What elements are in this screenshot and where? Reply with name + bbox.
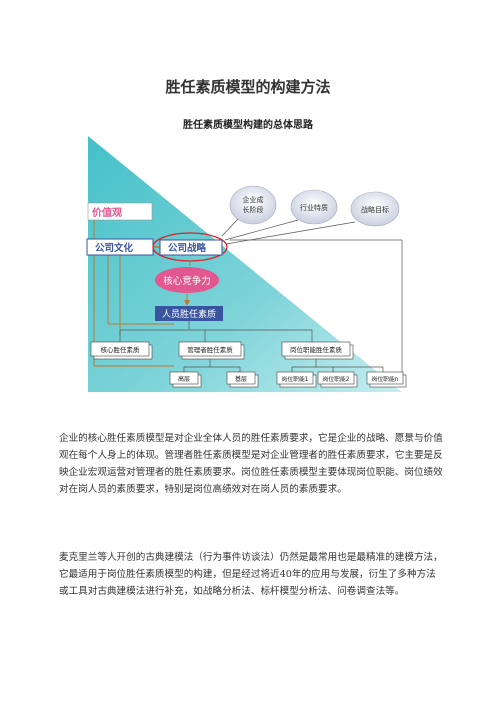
tier3-positionn-box: 岗位职能n <box>366 371 407 388</box>
cloud-strategic-goals: 战略目标 <box>350 191 400 227</box>
tier3-position1-box: 岗位职能1 <box>276 371 317 388</box>
tier3-senior-box: 高层 <box>169 371 202 388</box>
cloud-industry-traits: 行业特质 <box>290 189 338 225</box>
svg-text:公司文化: 公司文化 <box>95 242 134 254</box>
svg-text:岗位职能n: 岗位职能n <box>372 375 399 383</box>
svg-text:管理者胜任素质: 管理者胜任素质 <box>187 345 233 354</box>
strategy-box: 公司战略 <box>152 232 228 262</box>
svg-text:岗位职能1: 岗位职能1 <box>282 375 309 383</box>
value-box: 价值观 <box>87 202 153 221</box>
page-title: 胜任素质模型的构建方法 <box>165 78 331 96</box>
svg-text:企业成: 企业成 <box>243 195 264 204</box>
cloud-label-industry: 行业特质 <box>300 203 328 212</box>
paragraph-modeling-methods: 麦克里兰等人开创的古典建模法（行为事件访谈法）仍然是最常用也是最精准的建模方法，… <box>59 552 443 597</box>
tier2-position-box: 岗位职能胜任素质 <box>281 341 354 360</box>
tier2-core-box: 核心胜任素质 <box>90 341 153 360</box>
personnel-competence-box: 人员胜任素质 <box>155 306 223 321</box>
tier3-junior-box: 基层 <box>226 371 259 388</box>
core-competence-oval: 核心竞争力 <box>155 267 219 293</box>
svg-text:岗位职能2: 岗位职能2 <box>323 375 350 383</box>
triangle-background <box>88 136 402 392</box>
tier3-position2-box: 岗位职能2 <box>317 371 358 388</box>
svg-text:核心胜任素质: 核心胜任素质 <box>101 345 141 354</box>
cloud-label-goals: 战略目标 <box>361 205 389 214</box>
svg-text:长阶段: 长阶段 <box>243 205 264 214</box>
paragraph-competency-models: 企业的核心胜任素质模型是对企业全体人员的胜任素质要求，它是企业的战略、愿景与价值… <box>59 433 443 495</box>
culture-box: 公司文化 <box>86 238 154 256</box>
svg-text:价值观: 价值观 <box>92 206 122 219</box>
diagram-subtitle: 胜任素质模型构建的总体思路 <box>183 120 313 131</box>
svg-text:公司战略: 公司战略 <box>168 242 207 254</box>
svg-text:高层: 高层 <box>178 375 190 383</box>
svg-text:人员胜任素质: 人员胜任素质 <box>162 308 216 320</box>
svg-text:基层: 基层 <box>235 375 247 383</box>
tier2-manager-box: 管理者胜任素质 <box>178 341 245 360</box>
svg-text:核心竞争力: 核心竞争力 <box>163 275 211 287</box>
svg-text:岗位职能胜任素质: 岗位职能胜任素质 <box>290 345 343 354</box>
cloud-growth-stage: 企业成 长阶段 <box>229 185 277 225</box>
